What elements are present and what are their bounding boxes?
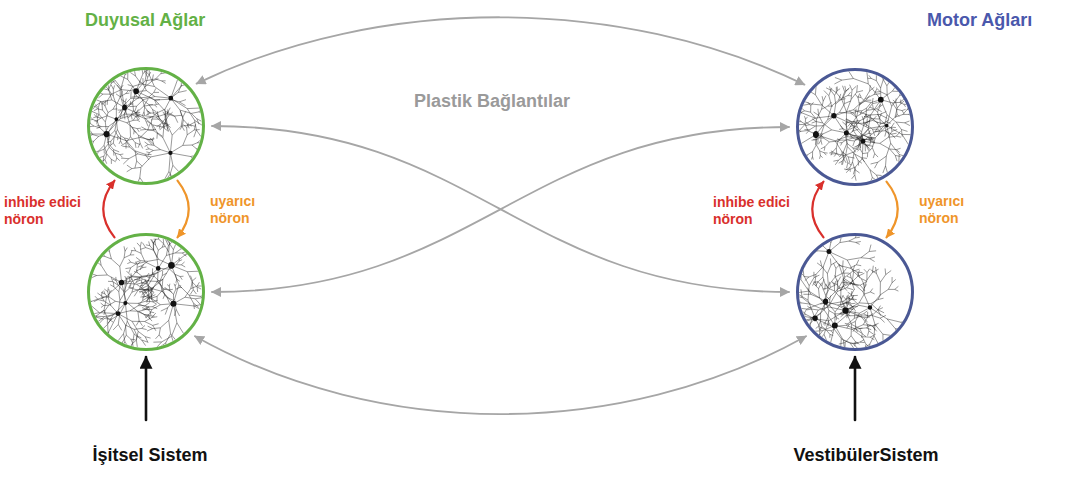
- connector: [103, 181, 114, 238]
- neuron-soma: [104, 88, 174, 155]
- neuron-texture: [796, 233, 914, 351]
- network-circle: [796, 233, 914, 351]
- network-outline: [796, 233, 914, 351]
- circle-ground: [798, 235, 913, 350]
- neuron-label: uyarıcı nöron: [919, 193, 989, 227]
- network-outline: [796, 68, 914, 186]
- connector: [212, 127, 789, 292]
- network-heading: Motor Ağları: [927, 9, 1032, 31]
- network-circle: [87, 233, 205, 351]
- neuron-soma: [812, 249, 872, 328]
- connector: [212, 126, 789, 292]
- system-node: VestibülerSistem: [793, 444, 938, 466]
- circle-border: [798, 70, 913, 185]
- neuron-label: inhibe edici nöron: [4, 194, 90, 228]
- connector: [812, 182, 823, 238]
- neuron-label: inhibe edici nöron: [713, 194, 799, 228]
- neuron-dendrites: [87, 67, 205, 185]
- connector: [854, 357, 857, 420]
- circle-border: [89, 235, 204, 350]
- neuron-label: uyarıcı nöron: [210, 193, 280, 227]
- neuron-dendrites: [87, 233, 205, 351]
- neuron-texture: [87, 67, 205, 185]
- connector: [178, 181, 189, 238]
- connection-caption: Plastik Bağlantılar: [410, 90, 574, 112]
- connector: [145, 357, 148, 420]
- network-circle: Duyusal Ağlar: [87, 67, 205, 185]
- network-heading: Duyusal Ağlar: [85, 9, 205, 31]
- system-node: İşitsel Sistem: [92, 444, 207, 466]
- circle-border: [798, 235, 913, 350]
- neuron-texture: [87, 233, 205, 351]
- connector: [197, 17, 805, 84]
- connector: [887, 182, 898, 238]
- circle-border: [89, 69, 204, 184]
- connector: [195, 336, 806, 414]
- system-label: VestibülerSistem: [793, 444, 938, 466]
- system-label: İşitsel Sistem: [92, 444, 207, 466]
- network-outline: [87, 233, 205, 351]
- neuron-soma: [813, 97, 889, 144]
- network-outline: [87, 67, 205, 185]
- network-circle: Motor Ağları: [796, 68, 914, 186]
- neuron-soma: [116, 262, 177, 316]
- neuron-dendrites: [796, 233, 914, 351]
